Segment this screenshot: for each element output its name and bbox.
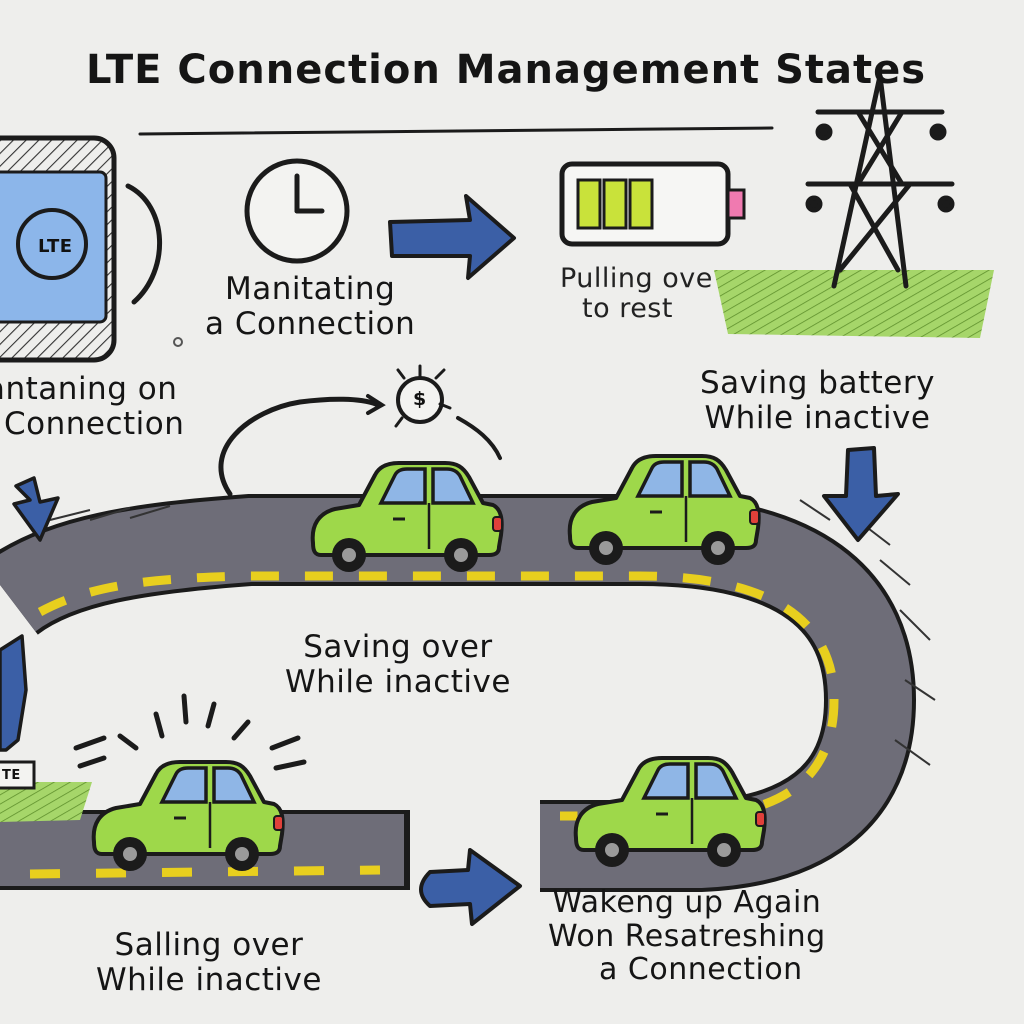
signal-arc [125, 183, 163, 305]
label-bottom-left: Salling over While inactive [96, 927, 322, 998]
phone-screen-label: LTE [38, 236, 73, 257]
grass-patch [0, 782, 92, 822]
cycle-arrow [218, 396, 379, 497]
arrow-left-partial-icon [0, 634, 28, 752]
coin-symbol: $ [413, 388, 427, 410]
car-icon [573, 756, 767, 869]
alert-lines [73, 693, 307, 771]
arrow-down-left-icon [12, 476, 60, 542]
label-middle: Saving over While inactive [285, 629, 511, 700]
clock-icon [244, 158, 350, 264]
coin-icon [394, 364, 452, 428]
battery-icon [559, 161, 746, 247]
car-icon [567, 454, 761, 567]
label-waking: Wakeng up Again Won Resatreshing a Conne… [548, 885, 826, 988]
car-icon [310, 461, 504, 574]
arrow-right-icon [388, 194, 516, 280]
car-icon [91, 760, 285, 873]
arrow-down-icon [822, 446, 900, 542]
title-underline [138, 126, 774, 136]
lte-sign [0, 760, 36, 790]
arrow-return-icon [419, 848, 522, 926]
road [0, 494, 936, 892]
sign-label: TE [2, 768, 21, 783]
power-tower-icon [714, 73, 994, 338]
label-pulling-over: Pulling ove to rest [560, 263, 713, 325]
bullet-dot [173, 337, 183, 347]
label-saving-battery: Saving battery While inactive [700, 365, 935, 436]
page-title: LTE Connection Management States [86, 47, 927, 93]
phone-icon [0, 135, 117, 363]
label-left-connection: antaning on Connection [0, 371, 185, 442]
label-maintaining: Manitating a Connection [205, 271, 416, 342]
